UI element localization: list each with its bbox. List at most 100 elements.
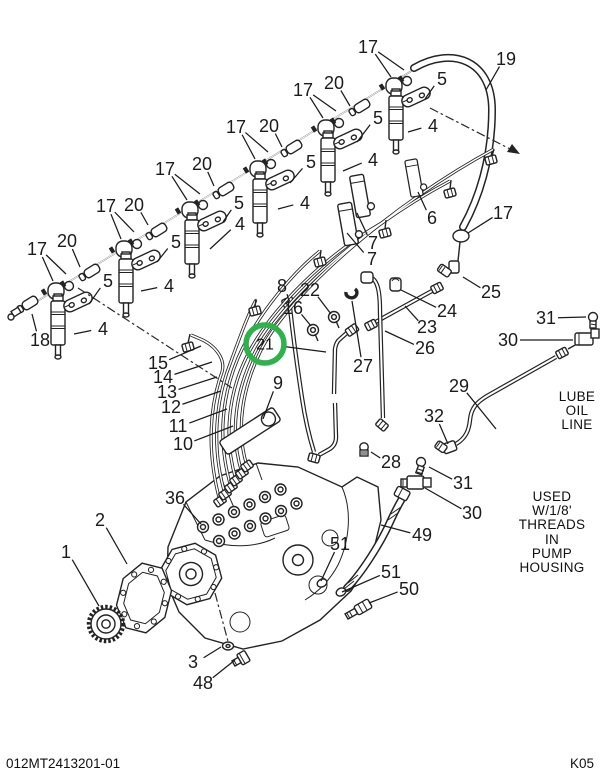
leader-line xyxy=(189,408,228,424)
clip-16 xyxy=(306,323,320,342)
callout-17[interactable]: 17 xyxy=(493,203,513,223)
leader-line xyxy=(88,287,101,305)
callout-49[interactable]: 49 xyxy=(412,525,432,545)
callout-4[interactable]: 4 xyxy=(235,214,245,234)
callout-7[interactable]: 7 xyxy=(368,233,378,253)
callout-22[interactable]: 22 xyxy=(300,280,320,300)
callout-23[interactable]: 23 xyxy=(417,317,437,337)
callout-4[interactable]: 4 xyxy=(368,150,378,170)
overflow-tube-21 xyxy=(306,323,360,464)
leader-line xyxy=(320,551,336,582)
highlighted-callout-21[interactable]: 21 xyxy=(256,337,274,354)
callout-4[interactable]: 4 xyxy=(428,116,438,136)
callout-32[interactable]: 32 xyxy=(424,406,444,426)
leader-line xyxy=(31,313,38,332)
callout-7[interactable]: 7 xyxy=(367,249,377,269)
alignment-dash-line xyxy=(77,287,233,389)
leader-line xyxy=(428,466,453,480)
callout-28[interactable]: 28 xyxy=(381,452,401,472)
callout-20[interactable]: 20 xyxy=(57,231,77,251)
callout-12[interactable]: 12 xyxy=(161,397,181,417)
callout-26[interactable]: 26 xyxy=(415,338,435,358)
grommet-27 xyxy=(344,287,359,300)
callout-4[interactable]: 4 xyxy=(300,193,310,213)
callout-5[interactable]: 5 xyxy=(373,108,383,128)
callout-2[interactable]: 2 xyxy=(95,510,105,530)
callout-51[interactable]: 51 xyxy=(330,534,350,554)
delivery-valves xyxy=(196,483,303,548)
callout-5[interactable]: 5 xyxy=(171,232,181,252)
leader-line xyxy=(417,191,427,211)
leader-line xyxy=(424,487,462,510)
callout-16[interactable]: 16 xyxy=(283,298,303,318)
callout-14[interactable]: 14 xyxy=(153,367,173,387)
callout-8[interactable]: 8 xyxy=(277,276,287,296)
leader-line xyxy=(384,330,415,346)
dash-arrowhead xyxy=(507,144,520,154)
washer-51a xyxy=(316,578,328,588)
leader-line xyxy=(183,503,202,525)
callout-25[interactable]: 25 xyxy=(481,282,501,302)
callout-20[interactable]: 20 xyxy=(259,116,279,136)
callout-19[interactable]: 19 xyxy=(496,49,516,69)
callout-48[interactable]: 48 xyxy=(193,673,213,693)
leader-line xyxy=(41,256,54,282)
callout-17[interactable]: 17 xyxy=(226,117,246,137)
callout-17[interactable]: 17 xyxy=(358,37,378,57)
callout-1[interactable]: 1 xyxy=(61,542,71,562)
bolt-31 xyxy=(414,456,427,476)
leader-line xyxy=(174,361,213,375)
callout-5[interactable]: 5 xyxy=(306,152,316,172)
leader-line xyxy=(356,212,368,236)
leader-line xyxy=(174,173,201,195)
leader-line xyxy=(340,90,351,107)
callout-31[interactable]: 31 xyxy=(536,308,556,328)
callout-10[interactable]: 10 xyxy=(173,434,193,454)
callout-20[interactable]: 20 xyxy=(124,195,144,215)
callout-29[interactable]: 29 xyxy=(449,376,469,396)
highlighted-callout-ring[interactable] xyxy=(243,322,287,366)
callout-17[interactable]: 17 xyxy=(155,159,175,179)
leader-line xyxy=(245,132,269,153)
callout-27[interactable]: 27 xyxy=(353,356,373,376)
leader-line xyxy=(73,329,92,335)
leader-line xyxy=(156,248,169,263)
leader-line xyxy=(222,209,232,223)
clip-22 xyxy=(327,310,341,329)
callout-36[interactable]: 36 xyxy=(165,488,185,508)
callout-50[interactable]: 50 xyxy=(399,579,419,599)
callout-17[interactable]: 17 xyxy=(96,196,116,216)
callout-3[interactable]: 3 xyxy=(188,652,198,672)
callout-13[interactable]: 13 xyxy=(157,382,177,402)
plug-48 xyxy=(231,650,251,668)
elbow-fitting-30b xyxy=(574,311,600,346)
callout-5[interactable]: 5 xyxy=(103,271,113,291)
leader-line xyxy=(277,204,294,210)
callout-31[interactable]: 31 xyxy=(453,473,473,493)
callout-5[interactable]: 5 xyxy=(437,69,447,89)
return-line-spacer-18 xyxy=(7,294,40,321)
callout-15[interactable]: 15 xyxy=(148,353,168,373)
callout-9[interactable]: 9 xyxy=(273,373,283,393)
callout-20[interactable]: 20 xyxy=(324,73,344,93)
callout-5[interactable]: 5 xyxy=(234,193,244,213)
fuel-line-end-fittings xyxy=(180,148,499,509)
callout-18[interactable]: 18 xyxy=(30,330,50,350)
leader-line xyxy=(71,559,100,607)
callout-30[interactable]: 30 xyxy=(462,503,482,523)
callout-4[interactable]: 4 xyxy=(164,276,174,296)
leader-line xyxy=(182,390,222,405)
leader-line xyxy=(462,276,481,289)
callout-11[interactable]: 11 xyxy=(169,416,188,436)
callout-6[interactable]: 6 xyxy=(427,208,437,228)
callout-4[interactable]: 4 xyxy=(98,319,108,339)
callout-17[interactable]: 17 xyxy=(27,239,47,259)
callout-17[interactable]: 17 xyxy=(293,80,313,100)
callout-51[interactable]: 51 xyxy=(381,562,401,582)
callout-20[interactable]: 20 xyxy=(192,154,212,174)
callout-30[interactable]: 30 xyxy=(498,330,518,350)
elbow-fitting-25 xyxy=(436,260,460,278)
leader-line xyxy=(404,305,419,322)
leader-line xyxy=(212,659,236,679)
callout-24[interactable]: 24 xyxy=(437,301,457,321)
